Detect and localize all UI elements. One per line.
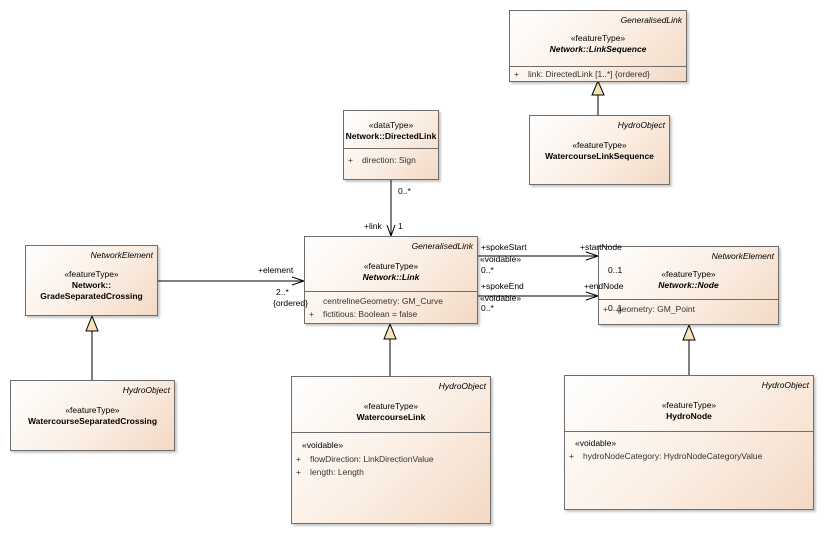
- stereotype-label: «featureType»: [64, 269, 119, 279]
- attribute-row: +hydroNodeCategory: HydroNodeCategoryVal…: [569, 451, 763, 461]
- class-name: WatercourseLinkSequence: [545, 151, 654, 161]
- spoke-end-voidable-label: «voidable»: [480, 293, 522, 303]
- element-role-label: +element: [258, 265, 294, 275]
- class-directed-link[interactable]: «dataType» Network::DirectedLink +direct…: [343, 110, 439, 180]
- element-ordered-label: {ordered}: [273, 298, 308, 308]
- link-role-label: +link: [364, 221, 382, 231]
- spoke-start-voidable-label: «voidable»: [480, 254, 522, 264]
- end-node-role-label: +endNode: [584, 281, 624, 291]
- class-name: Network::Link: [362, 272, 420, 282]
- stereotype-label: «featureType»: [363, 261, 419, 271]
- attribute-row: +geometry: GM_Point: [603, 304, 695, 314]
- start-node-role-label: +startNode: [580, 242, 622, 252]
- generalization-arrowhead: [383, 322, 397, 340]
- attribute-row: centrelineGeometry: GM_Curve: [323, 296, 443, 306]
- attribute-row: +flowDirection: LinkDirectionValue: [296, 454, 434, 464]
- generalization-arrowhead: [682, 323, 696, 341]
- class-name-line1: Network::: [71, 280, 112, 290]
- class-watercourse-separated-crossing[interactable]: HydroObject «featureType» WatercourseSep…: [10, 380, 175, 451]
- spoke-end-role-label: +spokeEnd: [481, 281, 524, 291]
- class-node[interactable]: NetworkElement «featureType» Network::No…: [598, 246, 779, 325]
- link-multiplicity: 1: [398, 221, 403, 231]
- class-watercourse-link[interactable]: HydroObject «featureType» WatercourseLin…: [291, 376, 491, 524]
- spoke-start-multiplicity: 0..*: [481, 265, 494, 275]
- class-name: Network::DirectedLink: [345, 131, 437, 141]
- class-link-sequence[interactable]: GeneralisedLink «featureType» Network::L…: [509, 10, 687, 82]
- generalization-arrowhead: [591, 79, 605, 96]
- parent-label: GeneralisedLink: [620, 15, 682, 25]
- element-multiplicity: 2..*: [276, 287, 289, 297]
- stereotype-label: «dataType»: [368, 120, 414, 130]
- class-name: WatercourseSeparatedCrossing: [27, 416, 158, 426]
- stereotype-label: «featureType»: [661, 269, 716, 279]
- class-hydro-node[interactable]: HydroObject «featureType» HydroNode «voi…: [564, 375, 814, 510]
- attribute-row: +length: Length: [296, 467, 364, 477]
- attribute-row: +link: DirectedLink [1..*] {ordered}: [514, 69, 650, 79]
- class-name: HydroNode: [666, 411, 712, 421]
- attribute-row: +direction: Sign: [348, 155, 416, 165]
- class-grade-separated-crossing[interactable]: NetworkElement «featureType» Network:: G…: [25, 245, 158, 316]
- class-name: WatercourseLink: [356, 412, 426, 422]
- class-name: Network::LinkSequence: [549, 44, 647, 54]
- spoke-end-multiplicity: 0..*: [481, 303, 494, 313]
- class-name: Network::Node: [658, 280, 719, 290]
- generalization-arrowhead: [85, 314, 99, 332]
- parent-label: HydroObject: [761, 380, 809, 390]
- stereotype-label: «featureType»: [570, 33, 626, 43]
- stereotype-label: «featureType»: [661, 400, 717, 410]
- parent-label: GeneralisedLink: [411, 241, 473, 251]
- class-name-line2: GradeSeparatedCrossing: [40, 291, 143, 301]
- attribute-row: +fictitious: Boolean = false: [309, 309, 418, 319]
- voidable-section-label: «voidable»: [575, 438, 617, 448]
- directed-link-multiplicity: 0..*: [398, 186, 411, 196]
- class-link[interactable]: GeneralisedLink «featureType» Network::L…: [304, 236, 478, 324]
- parent-label: NetworkElement: [90, 250, 153, 260]
- parent-label: NetworkElement: [711, 251, 774, 261]
- spoke-start-role-label: +spokeStart: [481, 242, 527, 252]
- start-node-multiplicity: 0..1: [608, 265, 623, 275]
- stereotype-label: «featureType»: [65, 405, 120, 415]
- parent-label: HydroObject: [122, 385, 170, 395]
- end-node-multiplicity: 0..1: [608, 303, 623, 313]
- stereotype-label: «featureType»: [363, 401, 419, 411]
- stereotype-label: «featureType»: [572, 140, 627, 150]
- voidable-section-label: «voidable»: [302, 440, 344, 450]
- class-watercourse-link-sequence[interactable]: HydroObject «featureType» WatercourseLin…: [529, 115, 670, 185]
- parent-label: HydroObject: [438, 381, 486, 391]
- parent-label: HydroObject: [617, 120, 665, 130]
